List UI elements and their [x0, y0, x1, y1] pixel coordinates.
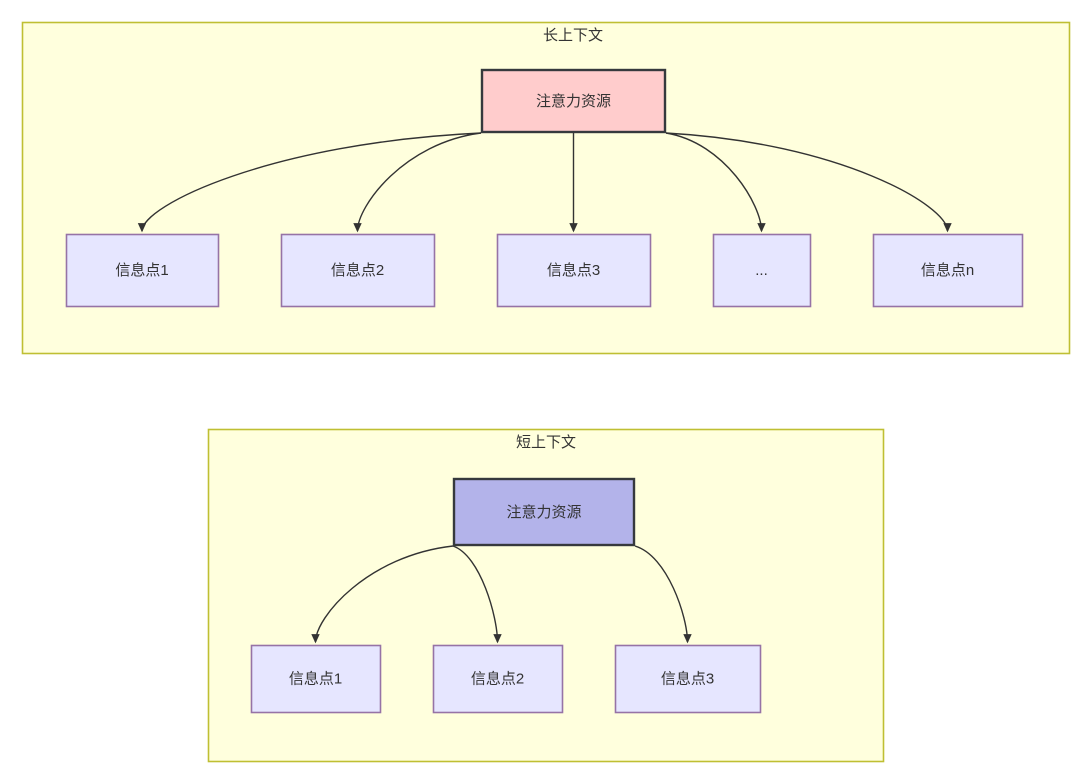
edge-root-to-child-5	[665, 132, 952, 233]
attention-resource-label-short-context: 注意力资源	[506, 503, 581, 521]
info-point-box-long-context-2[interactable]	[280, 233, 436, 308]
edge-root-to-child-1	[311, 545, 454, 644]
info-point-label-long-context-2: 信息点2	[331, 262, 384, 279]
info-point-box-long-context-1[interactable]	[65, 233, 220, 308]
info-point-box-long-context-5[interactable]	[872, 233, 1024, 308]
info-point-box-short-context-2[interactable]	[432, 644, 564, 714]
info-point-label-short-context-1: 信息点1	[289, 670, 342, 687]
info-point-label-short-context-3: 信息点3	[661, 670, 714, 687]
info-point-ellipsis-label-long-context: ...	[755, 262, 768, 279]
info-point-label-long-context-1: 信息点1	[115, 262, 168, 279]
group-title-long-context: 长上下文	[543, 27, 603, 44]
info-point-label-short-context-2: 信息点2	[471, 670, 524, 687]
info-point-label-long-context-3: 信息点3	[547, 262, 600, 279]
edge-root-to-child-2	[353, 132, 482, 233]
edge-root-to-child-2	[452, 545, 502, 644]
attention-resource-box-short-context[interactable]	[452, 477, 636, 547]
attention-resource-label-long-context: 注意力资源	[536, 92, 611, 110]
info-point-ellipsis-box-long-context[interactable]	[712, 233, 812, 308]
edge-root-to-child-1	[137, 132, 482, 233]
info-point-label-long-context-5: 信息点n	[921, 262, 974, 279]
info-point-box-long-context-3[interactable]	[496, 233, 652, 308]
edge-root-to-child-3	[634, 545, 692, 644]
info-point-box-short-context-1[interactable]	[250, 644, 382, 714]
attention-resource-box-long-context[interactable]	[480, 68, 667, 134]
info-point-box-short-context-3[interactable]	[614, 644, 762, 714]
edge-root-to-child-4	[665, 132, 766, 233]
group-title-short-context: 短上下文	[516, 434, 576, 451]
